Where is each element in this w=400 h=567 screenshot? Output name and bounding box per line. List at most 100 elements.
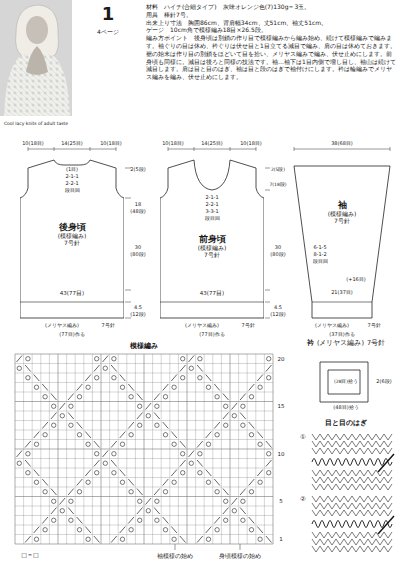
stitch <box>384 448 392 454</box>
yarn-over-symbol <box>77 395 81 399</box>
k2tog-symbol <box>77 384 83 391</box>
piece-outline <box>296 340 396 412</box>
grid-line <box>15 496 273 497</box>
stitch <box>360 477 368 483</box>
grid-line <box>15 449 273 450</box>
ssk-symbol <box>206 375 212 382</box>
page-heading: 1 <box>102 4 115 24</box>
outline-path <box>320 362 368 402</box>
k2tog-symbol <box>60 403 66 410</box>
stitch <box>384 441 392 447</box>
k2tog-symbol <box>266 365 272 372</box>
outline-path <box>294 166 390 318</box>
yarn-over-symbol <box>26 452 30 456</box>
stitch <box>376 448 384 454</box>
dimension-label: 身頃模様の始め <box>219 553 261 559</box>
stitch <box>344 539 352 545</box>
stitch <box>328 484 336 490</box>
grid-line <box>15 468 273 469</box>
dimension-label: (1目) <box>66 167 78 173</box>
k2tog-symbol <box>197 536 203 543</box>
stitch <box>312 510 320 516</box>
dimension-label: ① <box>300 434 306 441</box>
dimension-label: 2-2-1 <box>65 181 78 187</box>
dimension-label: 6-1-5 <box>313 245 326 251</box>
k2tog-symbol <box>85 470 91 477</box>
yarn-over-symbol <box>258 537 262 541</box>
ssk-symbol <box>128 479 134 486</box>
k2tog-symbol <box>163 384 169 391</box>
k2tog-symbol <box>120 432 126 439</box>
yarn-over-symbol <box>224 404 228 408</box>
stitch <box>312 441 320 447</box>
ssk-symbol <box>154 508 160 515</box>
k2tog-symbol <box>257 375 263 382</box>
yarn-over-symbol <box>172 385 176 389</box>
dimension-label: (28目)拾う <box>334 380 358 385</box>
piece-name: 前身頃 <box>199 234 226 244</box>
ssk-symbol <box>94 441 100 448</box>
k2tog-symbol <box>51 508 57 515</box>
yarn-over-symbol <box>138 499 142 503</box>
yarn-over-symbol <box>206 480 210 484</box>
yarn-over-symbol <box>163 528 167 532</box>
yarn-over-symbol <box>155 404 159 408</box>
dimension-label: 2-1-1 <box>205 195 218 201</box>
stitch <box>312 477 320 483</box>
ssk-symbol <box>249 517 255 524</box>
yarn-over-symbol <box>181 357 185 361</box>
page-heading: 4ページ <box>97 29 119 36</box>
stitch <box>328 532 336 538</box>
stitch <box>336 441 344 447</box>
k2tog-symbol <box>249 384 255 391</box>
dimension-label: (12段) <box>270 312 285 318</box>
dimension-label: (77目)作る <box>59 332 84 338</box>
k2tog-symbol <box>42 422 48 429</box>
stitch <box>312 434 320 440</box>
yarn-over-symbol <box>43 395 47 399</box>
ssk-symbol <box>77 422 83 429</box>
stitch <box>384 434 392 440</box>
stitch <box>336 503 344 509</box>
back-width-line <box>28 147 116 151</box>
hem-line <box>20 302 124 303</box>
dimension-label: (77目)作る <box>199 332 224 338</box>
stitch <box>352 496 360 502</box>
k2tog-symbol <box>180 365 186 372</box>
k2tog-symbol <box>17 356 23 363</box>
piece-name: 衿 <box>307 340 314 348</box>
yarn-over-symbol <box>258 385 262 389</box>
dimension-label: (37目)作る <box>329 332 354 338</box>
stitch <box>368 532 376 538</box>
yarn-over-symbol <box>52 518 56 522</box>
ssk-symbol <box>42 384 48 391</box>
ssk-symbol <box>206 470 212 477</box>
stitch <box>384 503 392 509</box>
tapestry-needle <box>378 454 394 472</box>
k2tog-symbol <box>103 356 109 363</box>
stitch <box>360 496 368 502</box>
stitch <box>376 484 384 490</box>
ssk-symbol <box>154 413 160 420</box>
k2tog-symbol <box>266 460 272 467</box>
dimension-label: 段目回 <box>313 259 328 265</box>
stitch <box>376 496 384 502</box>
hem-line <box>312 302 372 303</box>
yarn-over-symbol <box>120 480 124 484</box>
stitch <box>344 470 352 476</box>
stitch <box>368 448 376 454</box>
stitch <box>360 503 368 509</box>
k2tog-symbol <box>68 489 74 496</box>
grid-line <box>15 487 273 488</box>
k2tog-symbol <box>197 441 203 448</box>
stitch <box>336 434 344 440</box>
yarn-over-symbol <box>241 423 245 427</box>
stitch <box>360 470 368 476</box>
piece-note: (模様編み) <box>328 210 357 217</box>
yarn-over-symbol <box>181 452 185 456</box>
stitch <box>320 503 328 509</box>
stitch <box>360 532 368 538</box>
dimension-label: 2-1-1 <box>65 174 78 180</box>
stitch <box>352 441 360 447</box>
dimension-label: 21(37目) <box>331 290 353 296</box>
